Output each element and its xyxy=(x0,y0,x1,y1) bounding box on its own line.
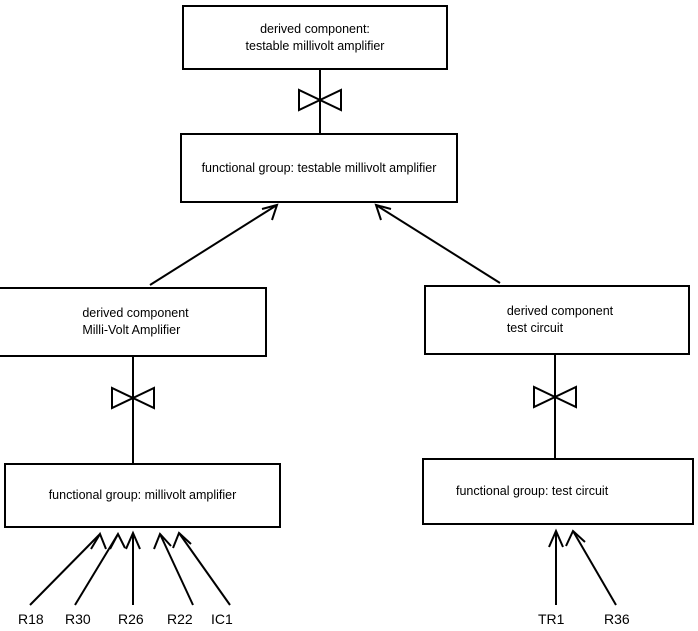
arrow-millivolt-to-testable xyxy=(149,203,279,286)
bowtie-top-icon xyxy=(298,88,342,112)
arrow-r30 xyxy=(74,531,126,606)
node-fg-testable-millivolt-amplifier[interactable]: functional group: testable millivolt amp… xyxy=(180,133,458,203)
node-line-1: functional group: testable millivolt amp… xyxy=(201,160,437,175)
node-line-1: functional group: test circuit xyxy=(456,484,609,498)
node-label: functional group: testable millivolt amp… xyxy=(202,160,437,177)
node-line-1: derived component: xyxy=(260,21,370,36)
leaf-label-r30[interactable]: R30 xyxy=(65,611,91,627)
node-label: functional group: test circuit xyxy=(456,483,608,500)
node-line-1: functional group: millivolt amplifier xyxy=(48,488,237,502)
node-label: derived component: testable millivolt amp… xyxy=(246,21,385,55)
arrow-r22 xyxy=(153,532,194,606)
leaf-label-r18[interactable]: R18 xyxy=(18,611,44,627)
arrow-r26 xyxy=(125,530,141,605)
node-line-2: test circuit xyxy=(506,321,564,335)
arrow-testcircuit-to-testable xyxy=(374,203,501,284)
node-line-1: derived component xyxy=(506,304,614,318)
generalization-arrows xyxy=(29,203,617,606)
arrow-ic1 xyxy=(172,531,231,606)
leaf-label-ic1[interactable]: IC1 xyxy=(211,611,233,627)
bowtie-left-icon xyxy=(111,386,155,410)
bowtie-right-icon xyxy=(533,385,577,409)
leaf-label-r22[interactable]: R22 xyxy=(167,611,193,627)
node-line-2: Milli-Volt Amplifier xyxy=(82,323,181,337)
realization-lines xyxy=(132,70,556,463)
node-line-2: testable millivolt amplifier xyxy=(245,38,385,53)
leaf-label-r26[interactable]: R26 xyxy=(118,611,144,627)
node-label: functional group: millivolt amplifier xyxy=(49,487,237,504)
bowtie-symbols xyxy=(111,88,577,410)
arrow-r18 xyxy=(29,531,107,606)
node-fg-millivolt-amplifier[interactable]: functional group: millivolt amplifier xyxy=(4,463,281,528)
arrow-tr1 xyxy=(548,528,564,605)
leaf-label-tr1[interactable]: TR1 xyxy=(538,611,565,627)
node-derived-test-circuit[interactable]: derived component test circuit xyxy=(424,285,690,355)
node-label: derived component test circuit xyxy=(507,303,613,337)
arrow-r36 xyxy=(565,529,617,606)
node-derived-testable-millivolt-amplifier[interactable]: derived component: testable millivolt amp… xyxy=(182,5,448,70)
node-line-1: derived component xyxy=(82,306,189,320)
node-fg-test-circuit[interactable]: functional group: test circuit xyxy=(422,458,694,525)
leaf-label-r36[interactable]: R36 xyxy=(604,611,630,627)
